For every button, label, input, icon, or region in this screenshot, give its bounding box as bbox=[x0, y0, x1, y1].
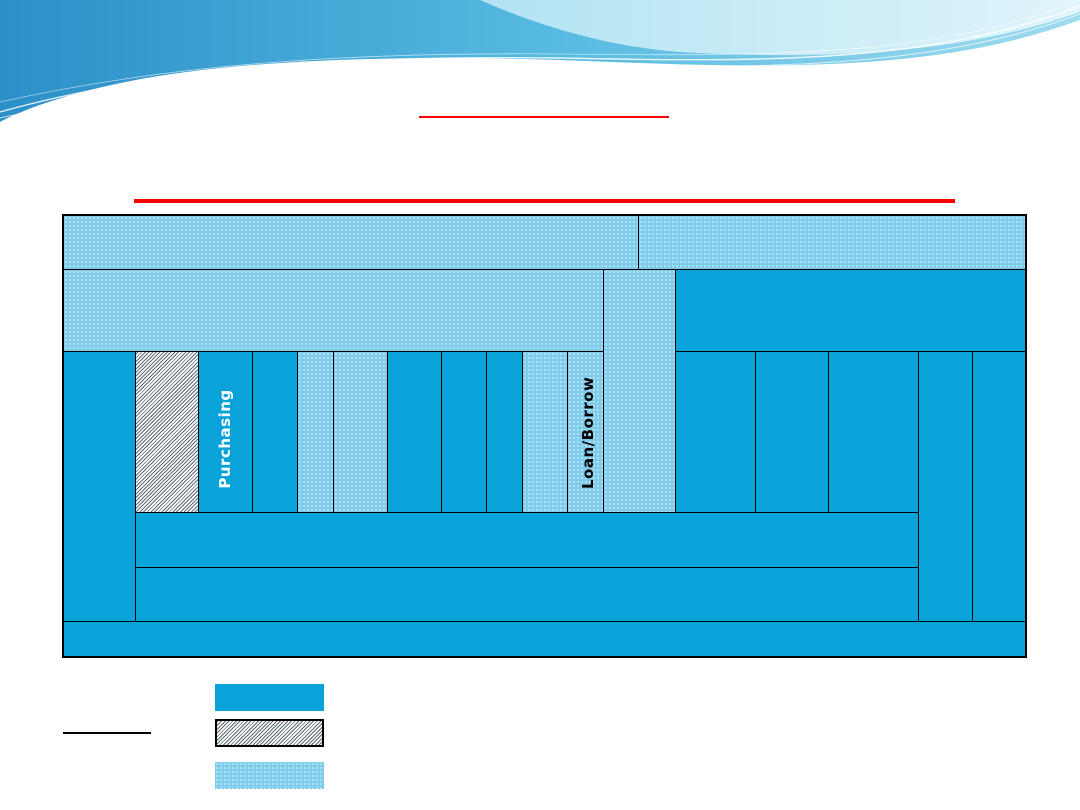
purchasing-label: Purchasing bbox=[216, 389, 234, 489]
header-block-left bbox=[63, 215, 639, 270]
legend-swatch-dotted bbox=[215, 762, 324, 789]
title-underline bbox=[419, 116, 669, 118]
legend-heading-underline bbox=[63, 732, 151, 734]
second-row-block-right bbox=[675, 269, 1026, 352]
right-tall-column-1 bbox=[918, 351, 973, 622]
module-column-9 bbox=[522, 351, 568, 513]
module-column-8 bbox=[486, 351, 523, 513]
wave-banner bbox=[0, 0, 1080, 122]
module-column-5 bbox=[333, 351, 388, 513]
right-tall-column-2 bbox=[972, 351, 1026, 622]
left-tall-column bbox=[63, 351, 136, 622]
footer-bar bbox=[63, 621, 1026, 657]
horizontal-bar-lower bbox=[135, 567, 919, 622]
horizontal-bar-upper bbox=[135, 512, 919, 568]
right-column-3 bbox=[828, 351, 919, 513]
module-column-purchasing bbox=[198, 351, 253, 513]
right-column-1 bbox=[675, 351, 756, 513]
header-block-right bbox=[638, 215, 1026, 270]
loan-borrow-label: Loan/Borrow bbox=[579, 376, 597, 489]
module-column-4 bbox=[297, 351, 334, 513]
module-column-3 bbox=[252, 351, 298, 513]
subtitle-underline bbox=[134, 199, 955, 203]
legend-swatch-solid bbox=[215, 684, 324, 711]
tall-dotted-column bbox=[603, 269, 676, 513]
second-row-block-left bbox=[63, 269, 604, 352]
right-column-2 bbox=[755, 351, 829, 513]
module-column-6 bbox=[387, 351, 442, 513]
module-column-7 bbox=[441, 351, 487, 513]
module-column-loan-borrow bbox=[567, 351, 604, 513]
legend-swatch-hatched bbox=[215, 719, 324, 747]
module-column-1 bbox=[135, 351, 199, 513]
